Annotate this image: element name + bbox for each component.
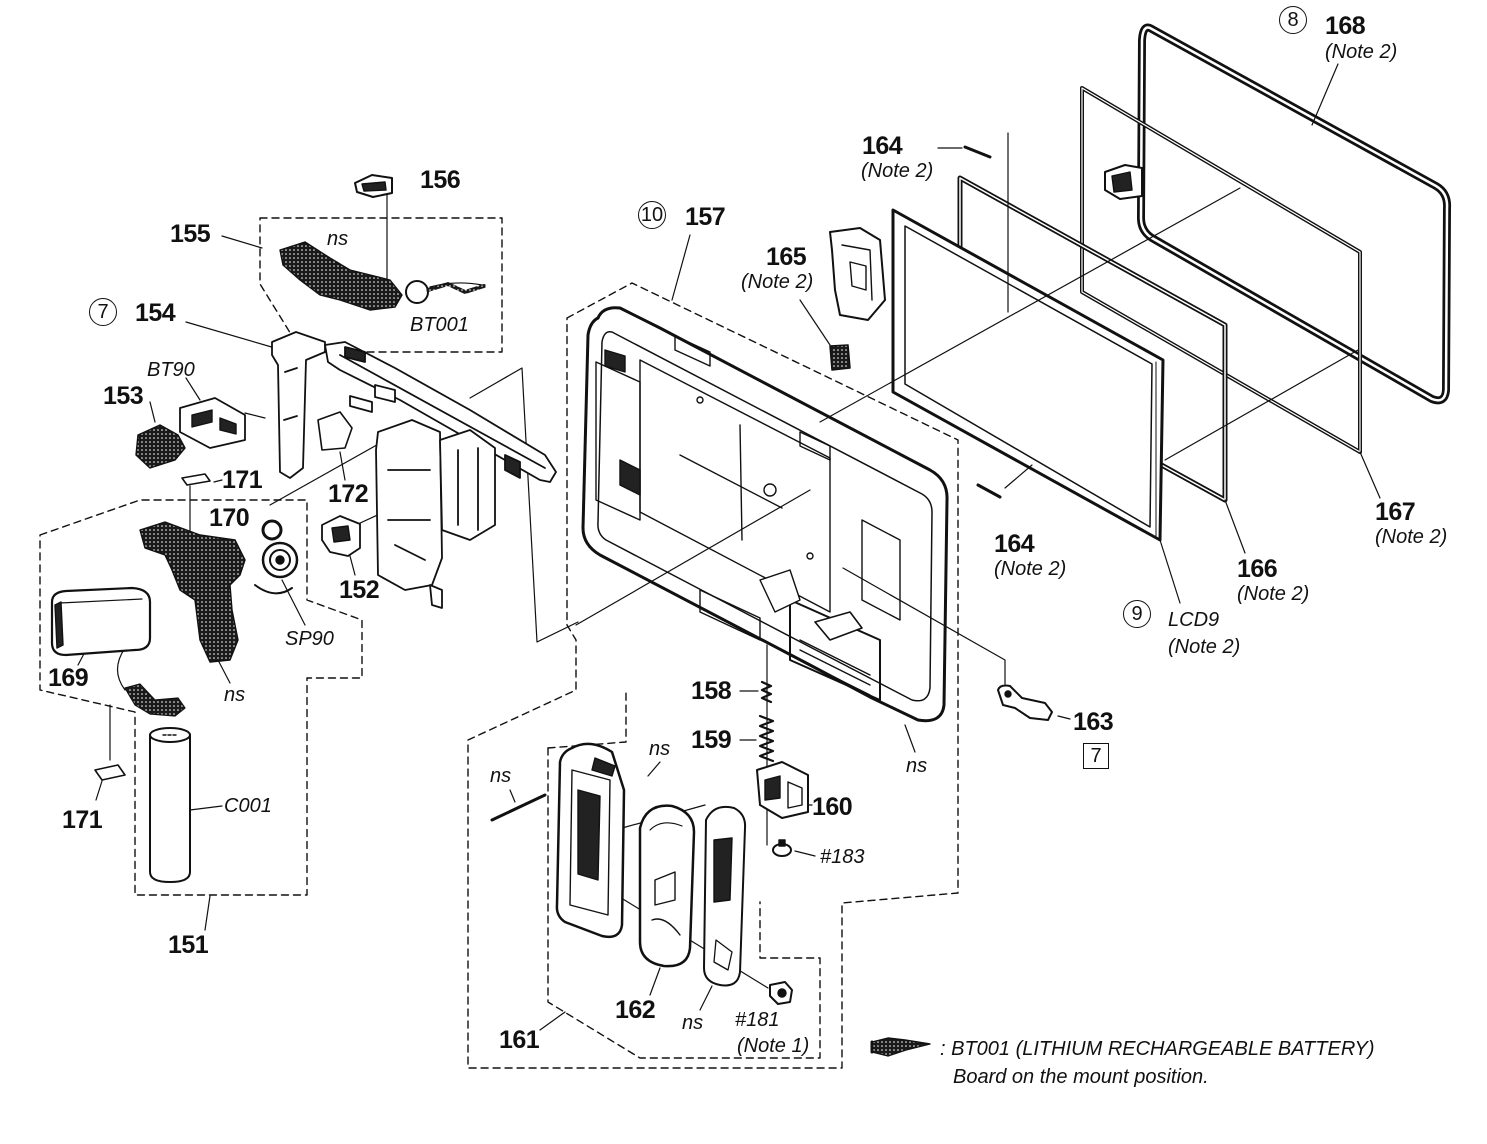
callout-171-lower: 171 <box>62 806 103 834</box>
board-153 <box>135 424 186 469</box>
note-screw-181: (Note 1) <box>737 1035 810 1057</box>
callout-155: 155 <box>170 220 211 248</box>
callout-154: 154 <box>135 299 176 327</box>
callout-151: 151 <box>168 931 209 959</box>
battery-bt001 <box>405 280 486 304</box>
rear-cabinet-157 <box>581 306 949 723</box>
figure-badge-8: 8 <box>1279 6 1307 34</box>
ring-170 <box>261 519 283 541</box>
callout-160: 160 <box>812 793 853 821</box>
callout-172: 172 <box>328 480 369 508</box>
callout-167: 167 <box>1375 498 1416 526</box>
box-reference-7: 7 <box>1083 743 1109 769</box>
lever-163 <box>997 684 1053 721</box>
note-lcd9: (Note 2) <box>1168 636 1241 658</box>
bracket-bt90 <box>179 397 246 449</box>
flex-board-151 <box>139 521 246 663</box>
ref-bt90: BT90 <box>147 359 195 381</box>
flex-board-lower <box>124 683 186 717</box>
hinge-160 <box>756 761 809 819</box>
callout-169: 169 <box>48 664 89 692</box>
box-161 <box>547 747 821 1059</box>
flex-board-155 <box>279 241 403 311</box>
spring-158 <box>760 680 773 704</box>
callout-168: 168 <box>1325 12 1366 40</box>
hand-pointer-icon <box>870 1037 931 1057</box>
callout-164-mid: 164 <box>994 530 1035 558</box>
ns-label-flex: ns <box>224 684 246 706</box>
capacitor-c001 <box>149 727 191 883</box>
callout-156: 156 <box>420 166 461 194</box>
callout-163: 163 <box>1073 708 1114 736</box>
ref-sp90: SP90 <box>285 628 334 650</box>
figure-badge-10: 10 <box>638 201 666 229</box>
callout-162: 162 <box>615 996 656 1024</box>
ref-screw-181: #181 <box>735 1009 780 1031</box>
note-164-mid: (Note 2) <box>994 558 1067 580</box>
strip-171-upper <box>181 473 211 486</box>
box-155 <box>259 217 503 353</box>
callout-153: 153 <box>103 382 144 410</box>
note-165: (Note 2) <box>741 271 814 293</box>
ns-label-161: ns <box>649 738 671 760</box>
chassis-154 <box>271 331 557 609</box>
ns-label-plate: ns <box>682 1012 704 1034</box>
screw-181 <box>769 981 793 1005</box>
strip-164-mid <box>976 483 1002 499</box>
leader-lines <box>77 63 1381 1031</box>
legend-line-1: : BT001 (LITHIUM RECHARGEABLE BATTERY) <box>940 1038 1375 1060</box>
ref-screw-183: #183 <box>820 846 865 868</box>
callout-158: 158 <box>691 677 732 705</box>
cover-169 <box>50 586 152 657</box>
callout-164-top: 164 <box>862 132 903 160</box>
screw-183 <box>772 839 792 857</box>
callout-152: 152 <box>339 576 380 604</box>
plate-ns <box>703 805 747 987</box>
box-157 <box>467 282 959 1069</box>
note-167: (Note 2) <box>1375 526 1448 548</box>
holder-152 <box>321 515 361 557</box>
plate-172 <box>317 411 353 451</box>
ref-bt001: BT001 <box>410 314 469 336</box>
note-166: (Note 2) <box>1237 583 1310 605</box>
door-frame-161 <box>555 742 626 939</box>
ns-label-body: ns <box>906 755 928 777</box>
strip-164-top <box>963 145 992 159</box>
legend-line-2: Board on the mount position. <box>953 1066 1209 1088</box>
frame-168 <box>1104 23 1452 405</box>
ref-lcd9: LCD9 <box>1168 609 1220 631</box>
box-161-top <box>547 689 627 749</box>
speaker-sp90 <box>254 541 299 595</box>
callout-161: 161 <box>499 1026 540 1054</box>
figure-badge-7: 7 <box>89 298 117 326</box>
pin-ns <box>490 793 547 822</box>
callout-170: 170 <box>209 504 250 532</box>
bracket-165 <box>829 227 886 371</box>
callout-165: 165 <box>766 243 807 271</box>
spring-159 <box>758 714 775 763</box>
strip-171-lower <box>94 764 126 781</box>
note-168: (Note 2) <box>1325 41 1398 63</box>
note-164-top: (Note 2) <box>861 160 934 182</box>
callout-157: 157 <box>685 203 726 231</box>
callout-159: 159 <box>691 726 732 754</box>
cover-162 <box>638 804 696 968</box>
ref-c001: C001 <box>224 795 272 817</box>
callout-166: 166 <box>1237 555 1278 583</box>
callout-171-upper: 171 <box>222 466 263 494</box>
ns-label-pin: ns <box>490 765 512 787</box>
ns-label-155: ns <box>327 228 349 250</box>
figure-badge-9: 9 <box>1123 600 1151 628</box>
